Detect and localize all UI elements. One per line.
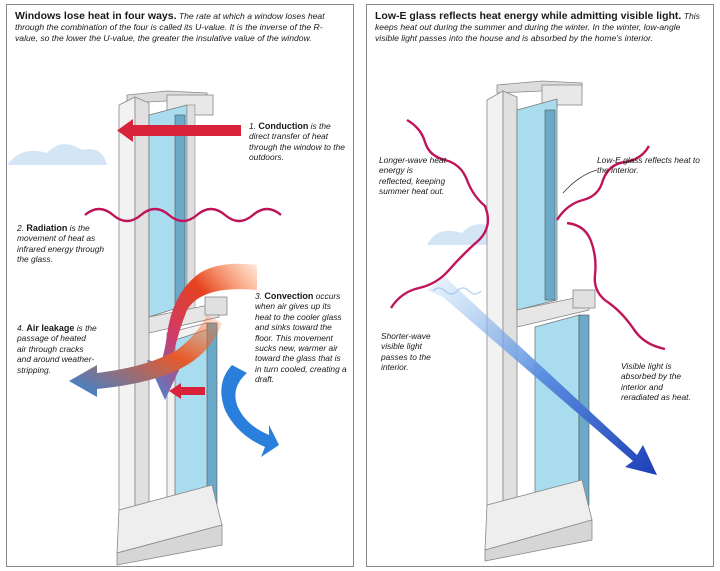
conduction-arrow bbox=[117, 119, 241, 142]
low-e-intro: This keeps heat out during the summer an… bbox=[375, 11, 700, 43]
radiation-wave bbox=[84, 207, 282, 223]
heat-loss-panel: Windows lose heat in four ways. The rate… bbox=[6, 4, 354, 567]
window-frame bbox=[484, 80, 596, 562]
radiation-label: 2. Radiation is the movement of heat as … bbox=[17, 223, 109, 265]
low-e-label: Low-E glass reflects heat to the interio… bbox=[597, 155, 700, 176]
air-leakage-term: Air leakage bbox=[26, 323, 75, 333]
radiation-text: is the movement of heat as infrared ener… bbox=[17, 223, 105, 265]
small-heat-arrow bbox=[179, 387, 205, 395]
visible-light-beam bbox=[427, 277, 657, 475]
heat-loss-title: Windows lose heat in four ways. bbox=[15, 10, 177, 22]
heat-loss-intro: The rate at which a window loses heat th… bbox=[15, 11, 325, 43]
convection-label: 3. Convection occurs when air gives up i… bbox=[255, 291, 349, 385]
reflected-heat-wave bbox=[389, 118, 490, 309]
air-leakage-arrow bbox=[69, 315, 222, 397]
interior-heat-wave bbox=[555, 145, 666, 351]
convection-text: occurs when air gives up its heat to the… bbox=[255, 291, 347, 385]
shorter-wave-label: Shorter-wave visible light passes to the… bbox=[381, 331, 431, 373]
convection-term: Convection bbox=[264, 291, 314, 301]
heat-loss-illustration bbox=[7, 90, 282, 566]
low-e-pointer bbox=[562, 169, 598, 194]
heat-loss-heading: Windows lose heat in four ways. The rate… bbox=[15, 11, 345, 44]
low-e-panel: Low-E glass reflects heat energy while a… bbox=[366, 4, 714, 567]
low-e-title: Low-E glass reflects heat energy while a… bbox=[375, 10, 682, 22]
cloud bbox=[7, 144, 107, 165]
convection-number: 3. bbox=[255, 291, 262, 301]
radiation-term: Radiation bbox=[26, 223, 68, 233]
low-e-illustration bbox=[389, 80, 666, 562]
conduction-label: 1. Conduction is the direct transfer of … bbox=[249, 121, 349, 163]
conduction-text: is the direct transfer of heat through t… bbox=[249, 121, 345, 163]
conduction-term: Conduction bbox=[258, 121, 309, 131]
draft-arrow bbox=[221, 365, 279, 457]
longer-wave-label: Longer-wave heat energy is reflected, ke… bbox=[379, 155, 446, 197]
low-e-heading: Low-E glass reflects heat energy while a… bbox=[375, 11, 705, 44]
visible-absorbed-label: Visible light is absorbed by the interio… bbox=[621, 361, 691, 403]
air-leakage-label: 4. Air leakage is the passage of heated … bbox=[17, 323, 97, 375]
window-frame bbox=[116, 90, 228, 566]
air-leakage-number: 4. bbox=[17, 323, 24, 333]
radiation-number: 2. bbox=[17, 223, 24, 233]
conduction-number: 1. bbox=[249, 121, 256, 131]
air-leakage-text: is the passage of heated air through cra… bbox=[17, 323, 97, 375]
